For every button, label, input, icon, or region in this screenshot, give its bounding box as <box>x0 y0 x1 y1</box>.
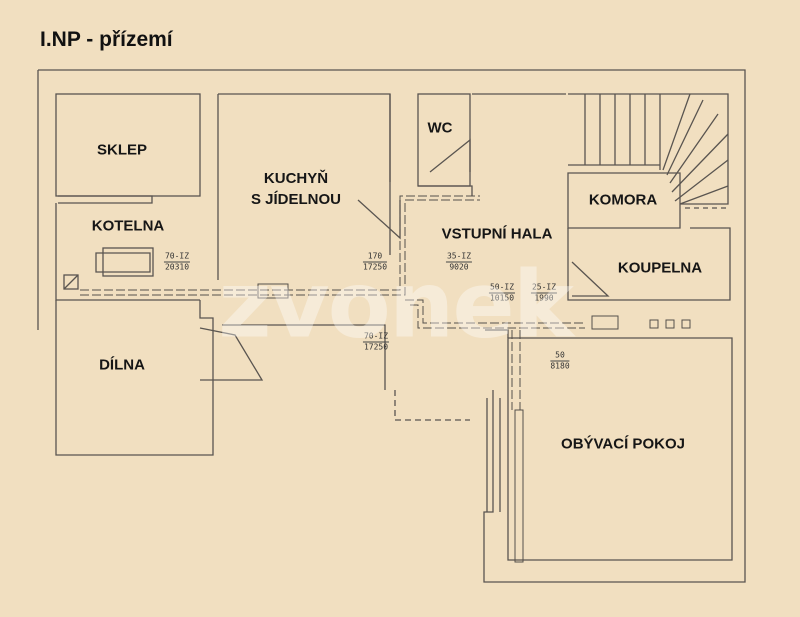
room-komora <box>567 172 681 229</box>
door-wc <box>429 138 471 173</box>
room-label-kotelna: KOTELNA <box>91 217 165 235</box>
room-label-kuchyn: KUCHYŇ S JÍDELNOU <box>251 168 341 210</box>
duct-living <box>511 330 521 410</box>
staircase <box>568 93 729 205</box>
room-label-kuchyn-line2: S JÍDELNOU <box>250 191 342 208</box>
room-koupelna <box>567 227 731 301</box>
duct-main <box>80 195 480 291</box>
room-label-kuchyn-line1: KUCHYŇ <box>263 170 329 187</box>
room-label-dilna: DÍLNA <box>99 356 145 374</box>
room-label-obyvaci-pokoj: OBÝVACÍ POKOJ <box>561 435 685 453</box>
room-label-sklep: SKLEP <box>96 141 148 159</box>
room-label-vstupni-hala: VSTUPNÍ HALA <box>441 225 553 243</box>
room-dilna <box>55 300 214 456</box>
room-obyvaci-pokoj <box>507 337 733 561</box>
plan-title: I.NP - přízemí <box>40 28 173 51</box>
duct-hall <box>405 299 585 324</box>
room-wc <box>417 93 471 187</box>
room-label-koupelna: KOUPELNA <box>617 259 703 277</box>
room-label-komora: KOMORA <box>588 191 658 209</box>
door-koupelna <box>571 261 610 297</box>
door-kuchyn <box>357 199 401 240</box>
room-label-wc: WC <box>427 119 453 137</box>
watermark-logo: zvonek <box>218 251 574 359</box>
door-dilna <box>199 327 264 381</box>
outer-wall <box>38 69 746 583</box>
door-kotelna <box>95 252 151 273</box>
